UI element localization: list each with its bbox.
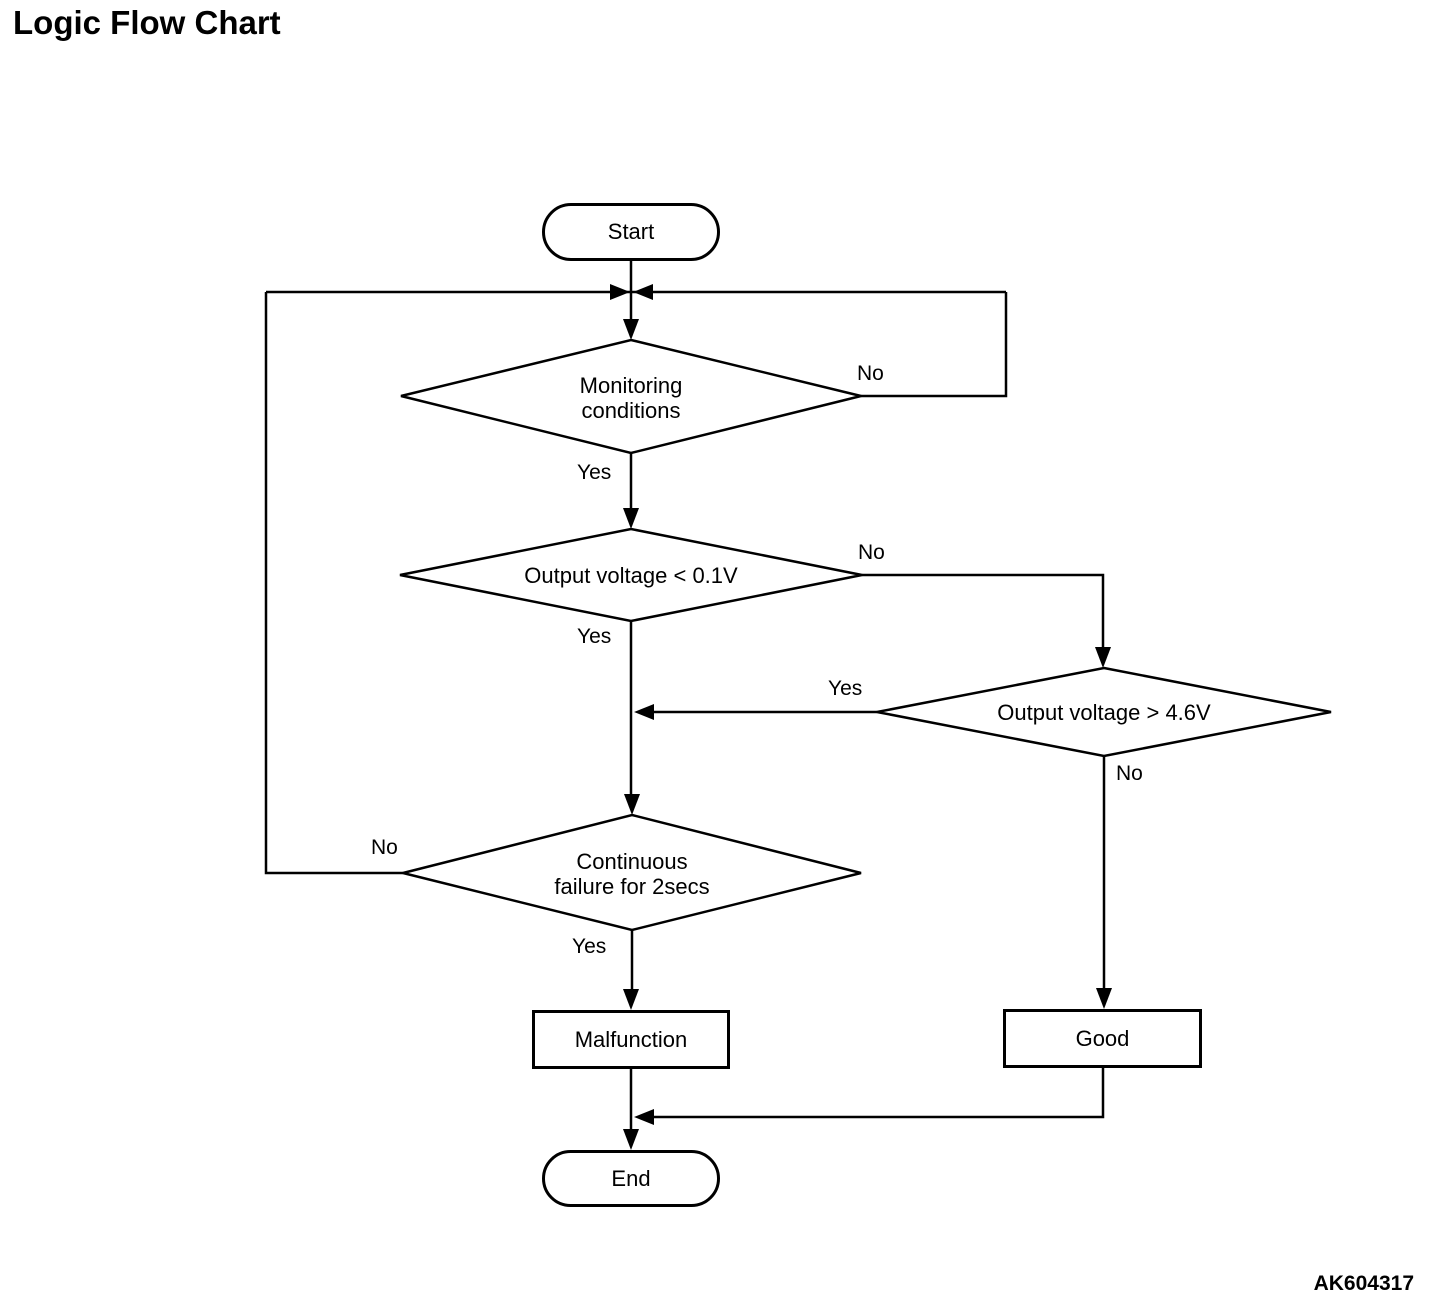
node-good-label: Good (1075, 1025, 1130, 1051)
edge-monitoring-no-loop (861, 292, 1008, 398)
arrowhead-junction-right-icon (610, 284, 630, 300)
node-end-label: End (611, 1165, 651, 1191)
decision-monitoring-shape (400, 338, 862, 455)
figure-code: AK604317 (1313, 1272, 1414, 1295)
arrowhead-into-output-low-icon (623, 508, 639, 529)
decision-output-low-label: Output voltage < 0.1V (524, 563, 738, 588)
edge-output-low-no (862, 573, 1105, 651)
edge-label-continuous-no: No (371, 836, 398, 859)
decision-continuous-shape (402, 813, 862, 932)
node-malfunction-label: Malfunction (574, 1026, 688, 1052)
page-title: Logic Flow Chart (13, 4, 281, 41)
arrowhead-into-output-high-icon (1095, 647, 1111, 668)
node-good: Good (1003, 1009, 1202, 1068)
edge-label-output-high-yes: Yes (828, 677, 863, 700)
edge-label-continuous-yes: Yes (572, 935, 607, 958)
node-start-label: Start (607, 219, 655, 244)
arrowhead-into-continuous-icon (624, 794, 640, 815)
node-start: Start (542, 203, 720, 261)
arrowhead-into-malfunction-icon (623, 989, 639, 1010)
node-end: End (542, 1150, 720, 1207)
edge-label-output-low-yes: Yes (577, 625, 612, 648)
edge-label-monitoring-yes: Yes (577, 461, 612, 484)
node-malfunction: Malfunction (532, 1010, 730, 1069)
decision-monitoring-label: Monitoring conditions (579, 373, 683, 423)
arrowhead-output-high-yes-merge-icon (634, 704, 654, 720)
arrowhead-into-good-icon (1096, 988, 1112, 1009)
decision-continuous-label: Continuous failure for 2secs (554, 849, 710, 899)
arrowhead-good-merge-icon (634, 1109, 654, 1125)
arrowhead-junction-left-icon (633, 284, 653, 300)
decision-output-low-shape (399, 527, 863, 623)
arrowhead-into-monitoring-icon (623, 319, 639, 340)
edge-label-output-low-no: No (858, 541, 885, 564)
edge-continuous-no-loop (264, 292, 403, 875)
edge-good-to-merge (650, 1068, 1105, 1119)
decision-output-high-label: Output voltage > 4.6V (997, 700, 1211, 725)
edge-label-monitoring-no: No (857, 362, 884, 385)
decision-output-high-shape (876, 666, 1332, 758)
arrowhead-into-end-icon (623, 1129, 639, 1150)
edge-label-output-high-no: No (1116, 762, 1143, 785)
